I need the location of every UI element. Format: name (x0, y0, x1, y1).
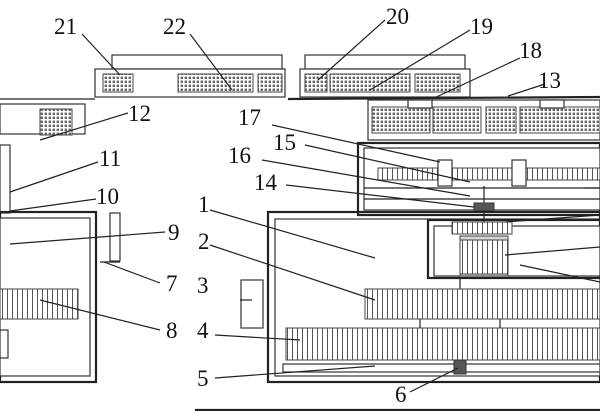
label-4: 4 (197, 318, 209, 343)
side-block (240, 279, 264, 329)
label-16: 16 (228, 143, 251, 168)
label-20: 20 (386, 4, 409, 29)
label-13: 13 (538, 68, 561, 93)
label-12: 12 (128, 101, 151, 126)
label-22: 22 (163, 14, 186, 39)
left-machine (0, 103, 121, 384)
top-platform (0, 54, 600, 101)
label-9: 9 (168, 220, 180, 245)
label-3: 3 (197, 273, 209, 298)
lower-gears-right (282, 278, 600, 375)
label-15: 15 (273, 130, 296, 155)
label-14: 14 (254, 170, 278, 195)
label-7: 7 (166, 271, 178, 296)
label-1: 1 (198, 192, 210, 217)
part-labels: 21 22 20 19 18 13 12 17 15 16 11 14 10 1… (54, 4, 561, 407)
label-5: 5 (197, 366, 209, 391)
label-8: 8 (166, 318, 178, 343)
leader-lines (9, 19, 600, 393)
label-10: 10 (96, 184, 119, 209)
label-6: 6 (395, 382, 407, 407)
label-18: 18 (519, 38, 542, 63)
label-19: 19 (470, 14, 493, 39)
gear-box (356, 141, 600, 217)
motor-block (426, 211, 600, 280)
label-11: 11 (99, 146, 121, 171)
label-21: 21 (54, 14, 77, 39)
upper-right-housing (367, 99, 600, 141)
label-2: 2 (198, 229, 210, 254)
label-17: 17 (238, 105, 261, 130)
